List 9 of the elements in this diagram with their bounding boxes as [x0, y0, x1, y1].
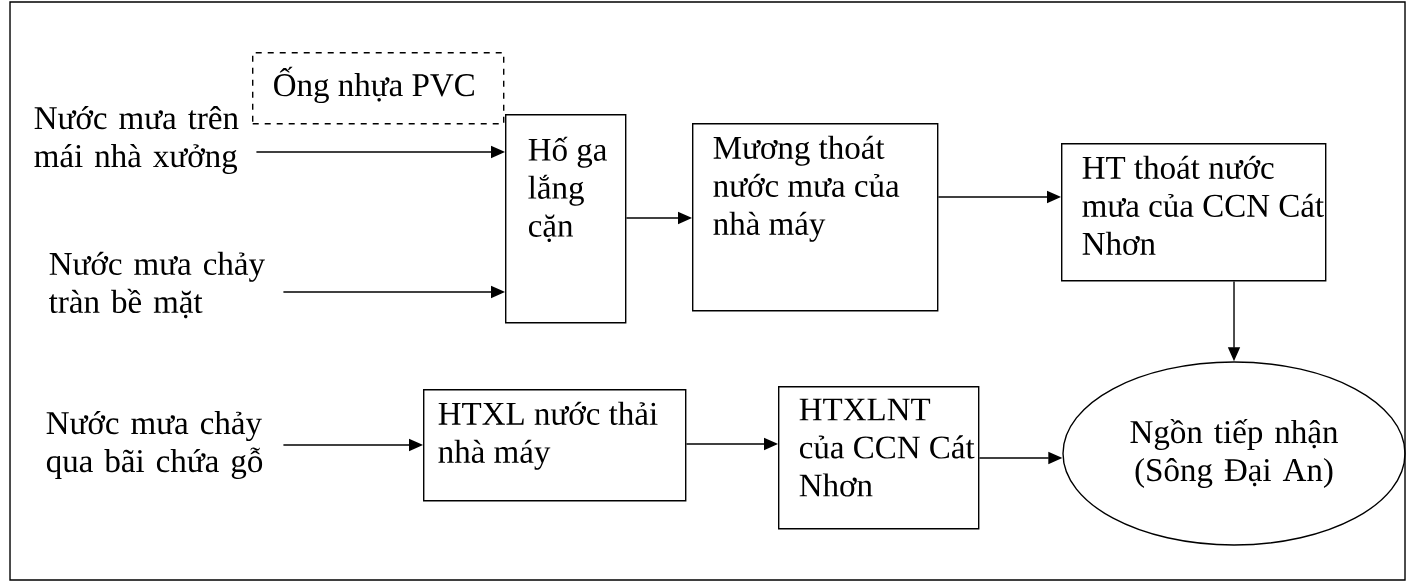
- process-box: HTXLNT của CCN Cát Nhơn: [778, 386, 980, 530]
- input-label: Nước mưa chảy tràn bề mặt: [49, 251, 265, 319]
- process-box: Mương thoát nước mưa của nhà máy: [692, 123, 939, 312]
- process-box: HTXL nước thải nhà máy: [423, 389, 687, 502]
- label-box: Ống nhựa PVC: [252, 52, 505, 125]
- input-label: Nước mưa chảy qua bãi chứa gỗ: [46, 410, 263, 479]
- process-box: Hố ga lắng cặn: [505, 114, 627, 324]
- process-box: HT thoát nước mưa của CCN Cát Nhơn: [1061, 143, 1327, 282]
- input-label: Nước mưa trên mái nhà xưởng: [34, 105, 239, 175]
